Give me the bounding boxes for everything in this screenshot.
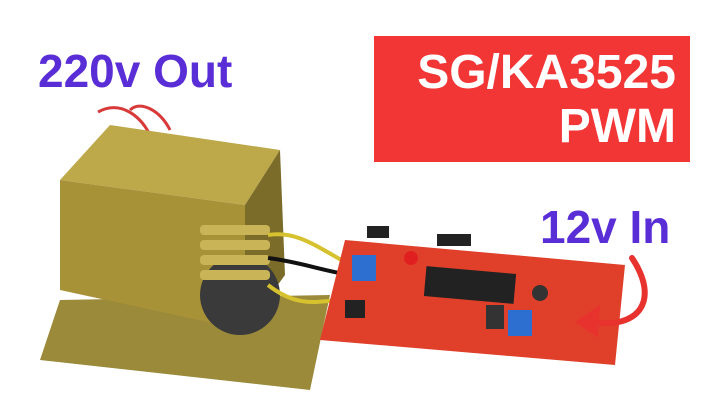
header-pins [437, 234, 471, 246]
pcb-board [320, 226, 625, 365]
trimpot [352, 255, 376, 281]
red-wires [97, 104, 172, 136]
diode-bridge [345, 300, 365, 318]
input-voltage-label: 12v In [540, 201, 671, 253]
title-line-1: SG/KA3525 [417, 46, 676, 99]
capacitor [532, 285, 548, 301]
title-line-2: PWM [558, 100, 676, 153]
title-box: SG/KA3525 PWM [374, 36, 690, 162]
led [404, 251, 418, 265]
header-pins [367, 226, 389, 238]
curved-arrow [587, 255, 648, 327]
transformer [40, 125, 330, 390]
ic-chip [423, 266, 517, 304]
arrow-head [575, 305, 600, 338]
trimpot [508, 310, 532, 336]
transistor [486, 305, 504, 329]
output-voltage-label: 220v Out [38, 45, 233, 97]
